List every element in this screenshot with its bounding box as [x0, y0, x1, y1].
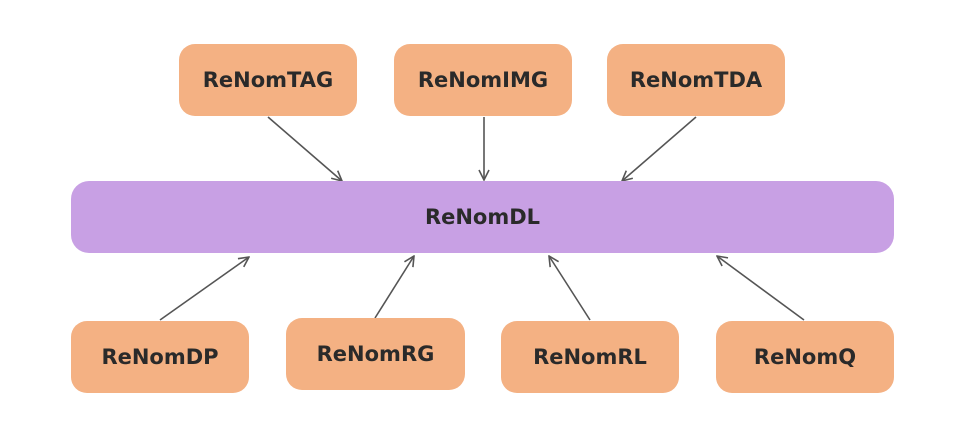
arrow-rl-to-dl [549, 256, 591, 321]
module-renomtag: ReNomTAG [179, 44, 357, 116]
arrow-q-to-dl [717, 256, 805, 321]
module-renomrl: ReNomRL [501, 321, 679, 393]
arrow-dp-to-dl [159, 257, 249, 321]
module-renomdp: ReNomDP [71, 321, 249, 393]
module-renomq: ReNomQ [716, 321, 894, 393]
module-renomtda: ReNomTDA [607, 44, 785, 116]
arrow-tag-to-dl [267, 116, 342, 181]
arrow-rg-to-dl [374, 256, 414, 319]
module-renomimg: ReNomIMG [394, 44, 572, 116]
arrow-tda-to-dl [622, 116, 697, 181]
module-renomdl: ReNomDL [71, 181, 894, 253]
module-renomrg: ReNomRG [286, 318, 465, 390]
